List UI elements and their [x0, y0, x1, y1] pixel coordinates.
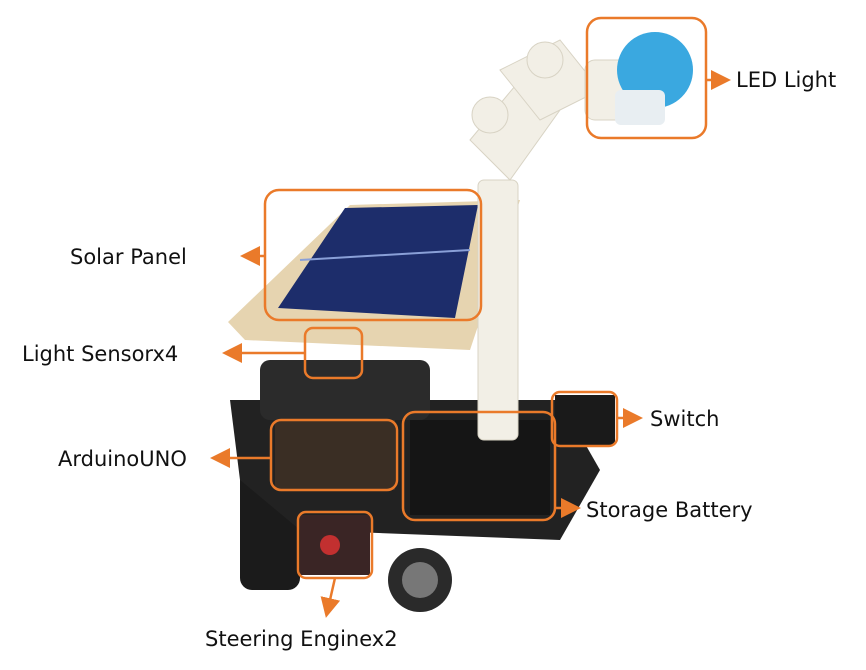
led-lens [615, 90, 665, 125]
callouts [263, 16, 708, 580]
robot-body [230, 360, 615, 612]
callout-box-battery [401, 410, 557, 522]
label-arduino: ArduinoUNO [58, 447, 187, 471]
label-solar-panel: Solar Panel [70, 245, 187, 269]
label-switch: Switch [650, 407, 720, 431]
callout-box-led [585, 16, 708, 140]
callout-arrows [210, 70, 731, 618]
solar-cells [278, 205, 478, 318]
robot-arm [469, 39, 656, 441]
callout-box-arduino [269, 418, 399, 492]
label-light-sensor: Light Sensorx4 [22, 342, 179, 366]
label-led-light: LED Light [736, 68, 837, 92]
label-steering-engine: Steering Enginex2 [205, 627, 398, 651]
arrow-steering [320, 577, 341, 618]
label-storage-battery: Storage Battery [586, 498, 753, 522]
led-dome [617, 32, 693, 108]
